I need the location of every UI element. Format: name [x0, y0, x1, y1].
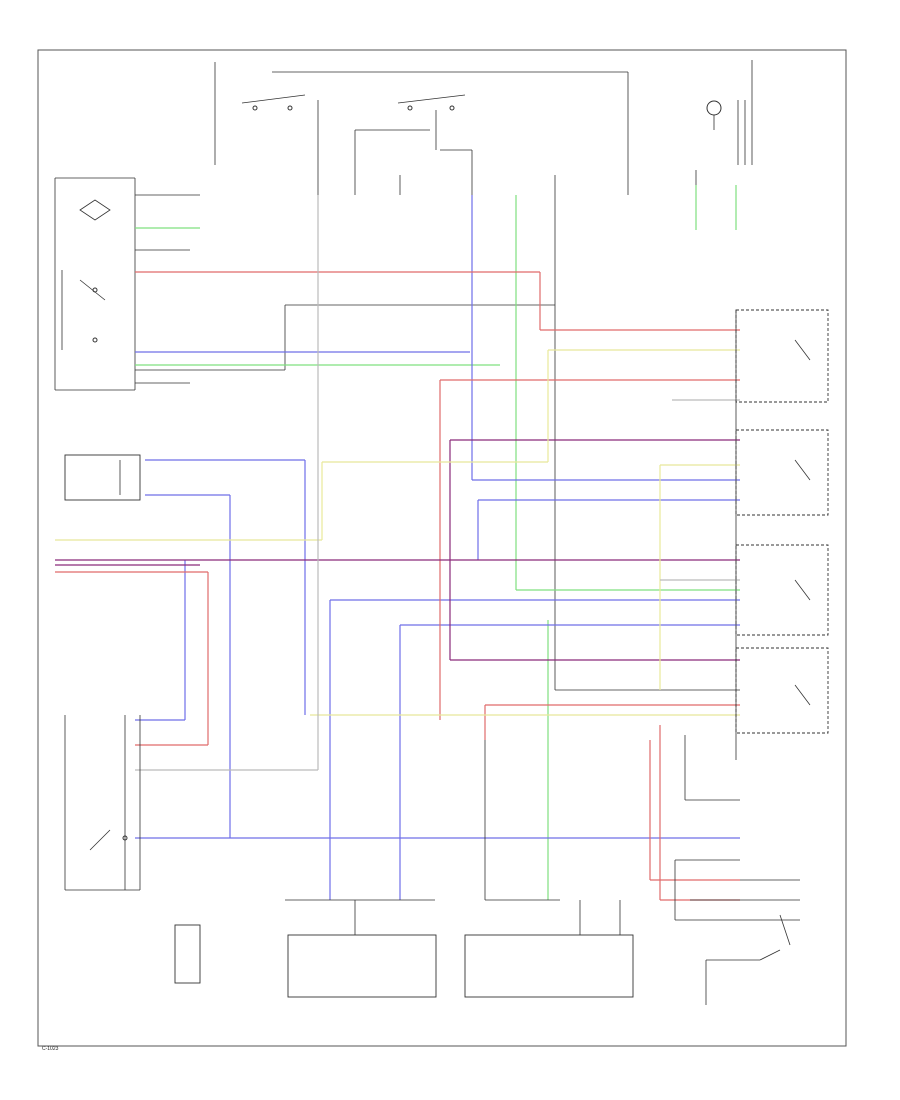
- right-lower-wiring: [674, 735, 800, 921]
- black-wires: [135, 194, 740, 691]
- top-connector-row: [317, 170, 697, 230]
- diagram-frame: [37, 49, 847, 1047]
- top-wiring: [214, 60, 753, 180]
- fan-switch-component: [64, 454, 141, 501]
- yellow-wires: [55, 349, 740, 716]
- relay-boxes: [735, 309, 829, 760]
- rear-motor-component: [54, 177, 136, 391]
- gray-wires: [135, 195, 740, 771]
- rear-motor-relay-component: [64, 715, 141, 891]
- blue-wires: [135, 195, 740, 900]
- diagram-code: C-1023: [42, 1046, 59, 1052]
- green-wires: [135, 185, 740, 900]
- purple-wires: [55, 439, 740, 661]
- red-wires: [55, 271, 740, 901]
- bottom-modules: [174, 740, 791, 1005]
